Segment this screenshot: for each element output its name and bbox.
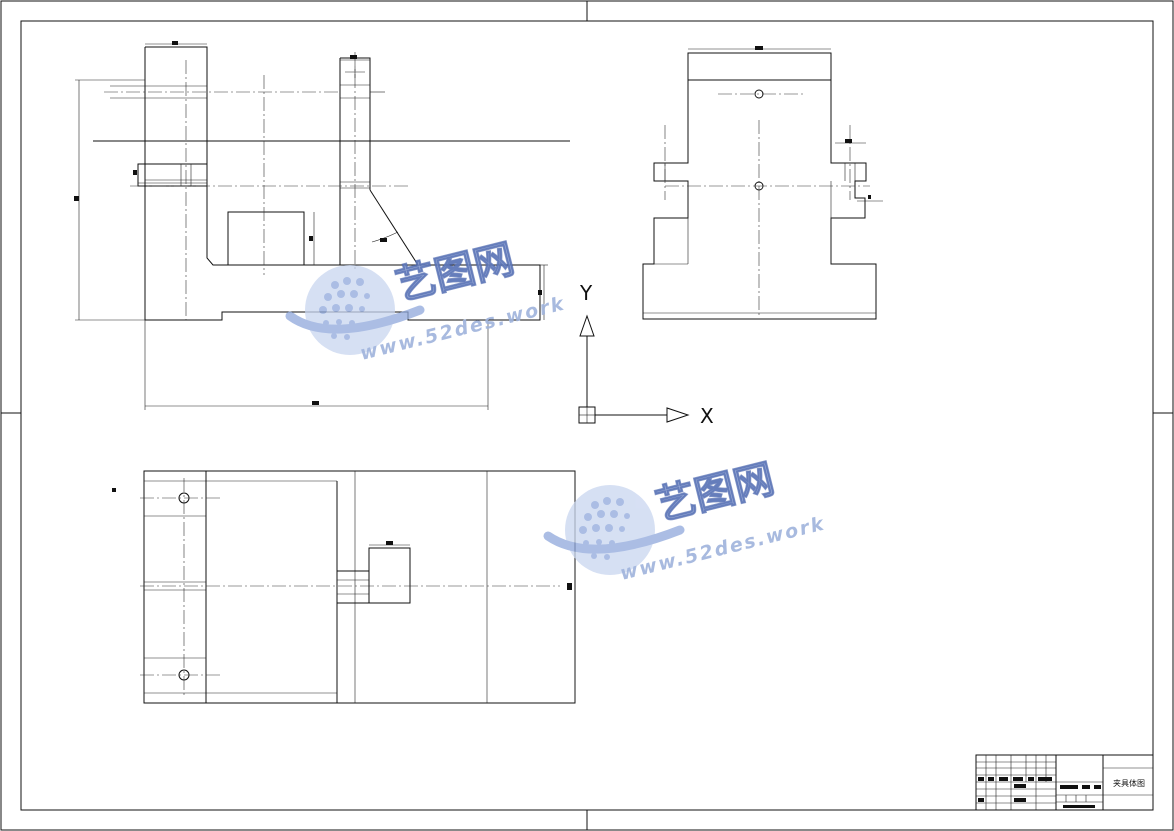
watermark-logo: 艺图网 www.52des.work [543, 455, 828, 585]
side-view [642, 46, 883, 320]
watermark-logo-text: 艺图网 [391, 236, 519, 310]
drawing-title: 夹具体图 [1113, 778, 1145, 788]
watermark-logo: 艺图网 www.52des.work [285, 235, 568, 365]
title-block: 夹具体图 [975, 754, 1154, 811]
watermark-logo-text: 艺图网 [651, 456, 779, 530]
ucs-axes: X Y [578, 281, 714, 428]
x-axis-label: X [700, 404, 714, 428]
top-view [112, 470, 576, 704]
front-view [74, 41, 570, 410]
y-axis-label: Y [579, 281, 593, 305]
